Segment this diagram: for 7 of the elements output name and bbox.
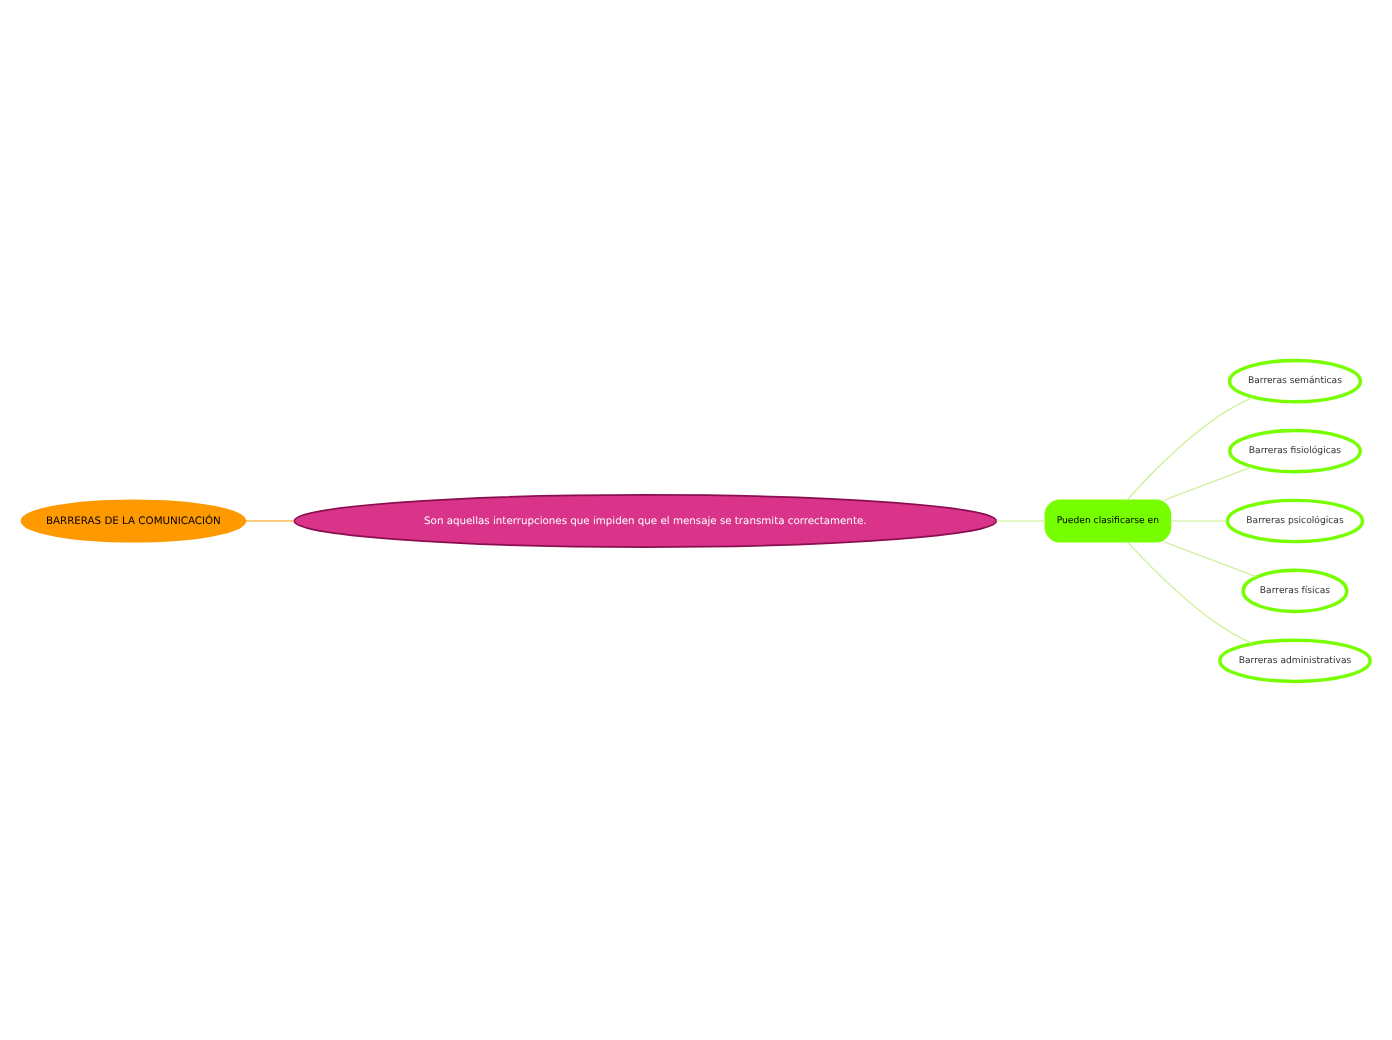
connector bbox=[1170, 519, 1228, 521]
connector bbox=[1126, 540, 1253, 644]
connector bbox=[244, 519, 295, 521]
connector bbox=[1126, 395, 1254, 500]
connector bbox=[1163, 465, 1253, 500]
connector bbox=[995, 519, 1046, 521]
connector bbox=[1163, 540, 1257, 577]
